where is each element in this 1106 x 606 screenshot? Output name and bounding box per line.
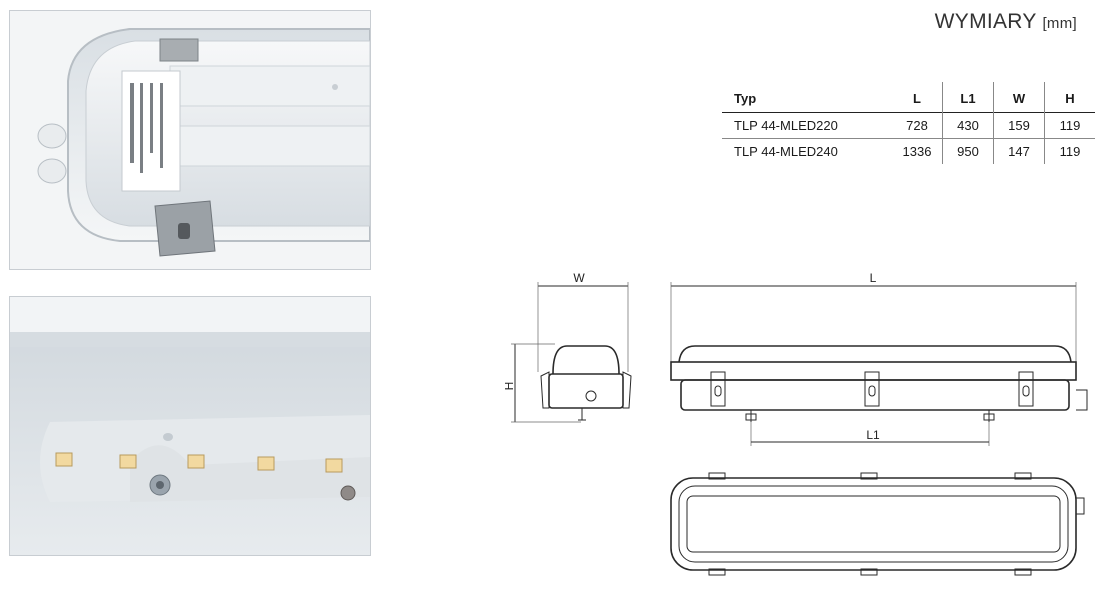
header-typ: Typ [734, 91, 757, 106]
cell-l1: 430 [942, 112, 994, 139]
luminaire-end-illustration [10, 11, 370, 269]
table-header-row: Typ L L1 W H [722, 82, 1095, 113]
dimensions-unit: [mm] [1042, 15, 1077, 32]
table-row: TLP 44-MLED240 1336 950 147 119 [722, 138, 1095, 164]
dimensions-heading: WYMIARY [mm] [935, 10, 1077, 34]
header-h: H [1044, 82, 1095, 113]
header-l: L [913, 91, 921, 106]
cell-w: 159 [993, 112, 1045, 139]
led-chip-icon [55, 452, 343, 473]
header-l1: L1 [942, 82, 994, 113]
l1-label: L1 [866, 428, 880, 442]
l-label: L [870, 271, 877, 285]
cell-h: 119 [1044, 112, 1095, 139]
cell-l1: 950 [942, 138, 994, 164]
cell-h: 119 [1044, 138, 1095, 164]
front-view [670, 345, 1088, 422]
header-w: W [993, 82, 1045, 113]
dimensions-title: WYMIARY [934, 10, 1037, 33]
cell-l: 728 [906, 118, 928, 133]
technical-drawing: W H L L1 [505, 271, 1088, 576]
luminaire-end-photo [9, 10, 371, 270]
cell-typ: TLP 44-MLED220 [734, 118, 838, 133]
h-label: H [505, 382, 516, 391]
bottom-view [670, 472, 1085, 576]
table-row: TLP 44-MLED220 728 430 159 119 [722, 112, 1095, 139]
led-strip-illustration [10, 297, 370, 555]
w-label: W [573, 271, 585, 285]
cell-typ: TLP 44-MLED240 [734, 144, 838, 159]
cell-l: 1336 [902, 144, 932, 159]
cell-w: 147 [993, 138, 1045, 164]
dimensions-table: Typ L L1 W H TLP 44-MLED220 728 430 159 … [722, 82, 1095, 164]
led-strip-photo [9, 296, 371, 556]
side-view [540, 345, 632, 421]
